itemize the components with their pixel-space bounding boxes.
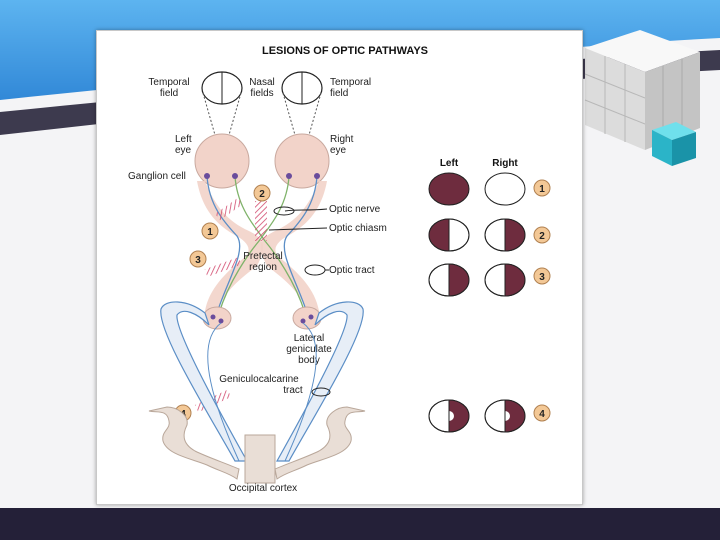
- label-optic-tract: Optic tract: [329, 265, 375, 276]
- radiation-right: [275, 301, 364, 462]
- right-eye: [274, 133, 330, 189]
- lesion-marker-1: 1: [201, 222, 219, 240]
- ganglion-cell-1: [204, 173, 210, 179]
- ganglion-cell-3: [286, 173, 292, 179]
- field-row-3: 3: [428, 263, 551, 297]
- lesion-marker-3: 3: [189, 250, 207, 268]
- ganglion-cell-4: [314, 173, 320, 179]
- occipital-cortex-right: [274, 406, 366, 480]
- field-row-2: 2: [428, 218, 551, 252]
- fiber-right-temporal: [283, 175, 318, 314]
- field-row-1-number: 1: [539, 184, 545, 195]
- svg-text:3: 3: [195, 255, 201, 266]
- lesion-hatch-1: [215, 197, 243, 221]
- field-row-1: 1: [428, 172, 551, 206]
- optic-nerve-body: [197, 181, 264, 316]
- fiber-left-temporal: [206, 175, 241, 314]
- svg-text:2: 2: [259, 189, 265, 200]
- label-optic-chiasm: Optic chiasm: [329, 223, 387, 234]
- lesion-hatch-3: [204, 257, 242, 277]
- fields-header-right: Right: [492, 158, 518, 169]
- lesion-marker-2: 2: [253, 184, 271, 202]
- cube-decoration: [584, 30, 700, 166]
- field-1-right: [484, 172, 526, 206]
- fiber-right-nasal: [218, 175, 290, 314]
- label-occipital-cortex: Occipital cortex: [229, 483, 297, 494]
- occipital-cortex-left: [148, 406, 240, 480]
- field-row-4-number: 4: [539, 409, 545, 420]
- figure-title: LESIONS OF OPTIC PATHWAYS: [262, 45, 428, 57]
- field-row-2-number: 2: [539, 231, 545, 242]
- left-eye: [194, 133, 250, 189]
- field-row-3-number: 3: [539, 272, 545, 283]
- radiation-left: [160, 301, 249, 462]
- fields-header-left: Left: [440, 158, 459, 169]
- ganglion-cell-2: [232, 173, 238, 179]
- svg-text:1: 1: [207, 227, 213, 238]
- label-ganglion-cell: Ganglion cell: [128, 171, 186, 182]
- lesion-hatch-2: [255, 201, 267, 241]
- field-1-left: [428, 172, 470, 206]
- field-row-4: 4: [428, 399, 551, 433]
- optic-nerve-body-right: [260, 181, 327, 316]
- label-optic-nerve: Optic nerve: [329, 204, 381, 215]
- background-bottom-bar: [0, 508, 720, 540]
